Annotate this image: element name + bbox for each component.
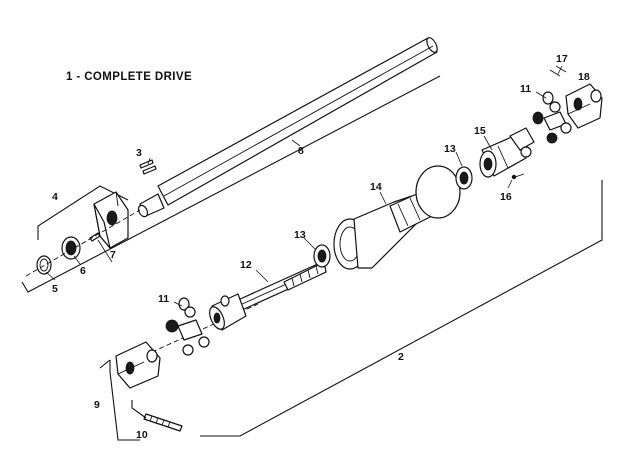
leader-6 <box>73 255 81 265</box>
part-10-bracket <box>131 400 147 419</box>
part-14-boot <box>333 165 461 270</box>
leader-7 <box>97 239 113 263</box>
part-15-slip-yoke <box>479 127 535 178</box>
callout-15: 15 <box>474 125 486 137</box>
part-4-yoke-housing <box>93 191 129 249</box>
leader-14 <box>379 191 387 205</box>
callout-3: 3 <box>136 147 142 159</box>
leader-8 <box>291 139 301 147</box>
leader-15 <box>483 135 493 151</box>
part-16-screw <box>511 173 525 180</box>
callout-14: 14 <box>370 181 382 193</box>
callout-7: 7 <box>110 249 116 261</box>
leader-13-upper <box>455 151 463 167</box>
callout-11-lower: 11 <box>158 293 169 305</box>
callout-8: 8 <box>298 145 304 157</box>
callout-4: 4 <box>52 191 58 203</box>
part-2-bracket <box>200 180 603 437</box>
part-13-bearing-lower <box>313 244 331 268</box>
part-13-bearing-upper <box>455 166 473 190</box>
leader-12 <box>255 269 269 283</box>
part-17-screws <box>549 65 567 77</box>
leader-11-upper <box>535 91 547 99</box>
leader-16 <box>507 179 513 189</box>
callout-9: 9 <box>94 399 100 411</box>
callout-11-upper: 11 <box>520 83 531 95</box>
callout-17: 17 <box>556 53 568 65</box>
leader-17 <box>557 65 563 75</box>
part-6-bearing <box>61 236 81 260</box>
part-5-snap-ring <box>36 255 52 275</box>
part-10-bolt <box>143 413 183 432</box>
group-1-bracket <box>21 75 441 293</box>
part-9-bracket <box>99 359 140 441</box>
callout-13-lower: 13 <box>294 229 306 241</box>
callout-6: 6 <box>80 265 86 277</box>
callout-5: 5 <box>52 283 58 295</box>
callout-12: 12 <box>240 259 252 271</box>
callout-10: 10 <box>136 429 148 441</box>
diagram-title: 1 - COMPLETE DRIVE <box>66 71 192 83</box>
callout-16: 16 <box>500 191 512 203</box>
part-11-cross-upper <box>532 91 572 144</box>
assembly-axis-left <box>25 209 141 277</box>
part-9-end-yoke <box>115 341 161 389</box>
callout-2: 2 <box>398 351 404 363</box>
part-sleeve <box>137 193 165 218</box>
leader-5 <box>45 271 56 281</box>
part-12-yoke <box>209 293 247 331</box>
leader-11-lower <box>173 301 183 307</box>
leader-13-lower <box>303 237 317 251</box>
callout-18: 18 <box>578 71 590 83</box>
part-8-outer-tube <box>157 37 438 206</box>
leader-3 <box>147 157 151 165</box>
callout-13-upper: 13 <box>444 143 456 155</box>
part-11-cross-lower <box>165 297 210 356</box>
part-18-end-yoke <box>565 83 603 129</box>
part-3-pin <box>139 159 157 175</box>
